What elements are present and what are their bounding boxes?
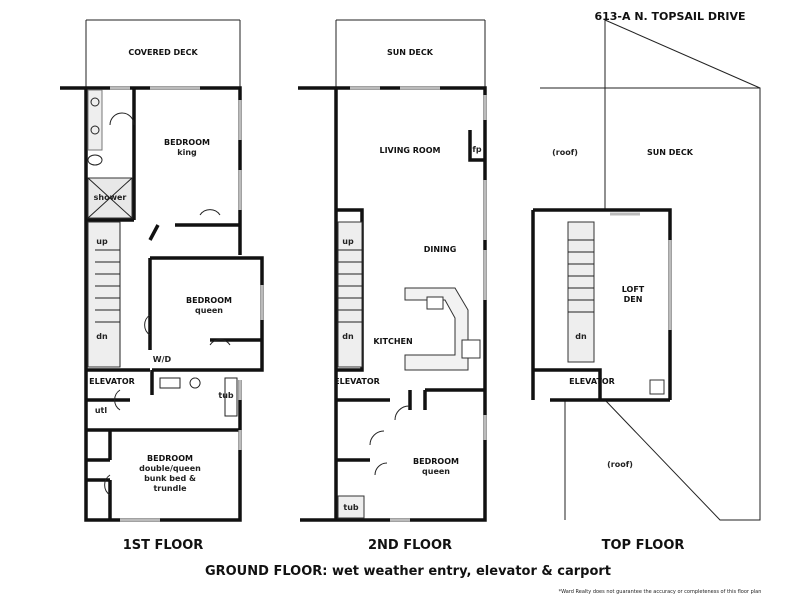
room-label-living-room: LIVING ROOM	[379, 146, 440, 155]
door-swings	[104, 112, 231, 496]
room-label-bedroom-bunk: BEDROOM	[147, 454, 193, 463]
ground-floor-note: GROUND FLOOR: wet weather entry, elevato…	[205, 564, 611, 579]
room-sublabel-queen: queen	[422, 467, 450, 476]
bath-fixtures	[159, 377, 238, 417]
floor-title-top: TOP FLOOR	[602, 538, 685, 553]
room-label-bedroom-king: BEDROOM	[164, 138, 210, 147]
room-label-covered-deck: COVERED DECK	[128, 48, 198, 57]
windows	[610, 212, 672, 330]
stair-up-label: up	[342, 237, 354, 246]
sink-icon	[90, 125, 100, 135]
room-label-tub: tub	[343, 503, 359, 512]
sink-icon	[90, 97, 100, 107]
room-label-roof-lower: (roof)	[607, 460, 633, 469]
room-sublabel-king: king	[177, 148, 197, 157]
room-label-dining: DINING	[424, 245, 457, 254]
sun-deck-outline	[335, 19, 486, 88]
covered-deck-outline	[85, 19, 241, 88]
room-label-sun-deck: SUN DECK	[387, 48, 434, 57]
interior-walls	[533, 368, 602, 400]
room-label-fireplace: fp	[472, 145, 481, 154]
disclaimer: *Ward Realty does not guarantee the accu…	[559, 589, 762, 595]
room-label-den: DEN	[624, 295, 643, 304]
room-sublabel-bunk-3: trundle	[153, 484, 187, 493]
stair-up-label: up	[96, 237, 108, 246]
room-sublabel-queen: queen	[195, 306, 223, 315]
first-floor-plan: COVERED DECK BEDROOM king shower up dn B…	[60, 19, 264, 553]
room-sublabel-bunk-2: bunk bed &	[144, 474, 196, 483]
room-label-bedroom: BEDROOM	[413, 457, 459, 466]
room-label-utl: utl	[95, 406, 108, 415]
room-label-loft: LOFT	[622, 285, 645, 294]
floor-title-first: 1ST FLOOR	[123, 538, 204, 553]
kitchen-sink-icon	[426, 296, 444, 310]
stair-down-label: dn	[575, 332, 587, 341]
staircase	[337, 221, 363, 368]
room-label-roof-upper: (roof)	[552, 148, 578, 157]
room-label-sun-deck: SUN DECK	[647, 148, 694, 157]
room-label-shower: shower	[94, 193, 127, 202]
stair-down-label: dn	[342, 332, 354, 341]
room-sublabel-bunk-1: double/queen	[139, 464, 201, 473]
room-label-elevator: ELEVATOR	[569, 377, 615, 386]
stair-treads	[338, 249, 362, 323]
shower-cross	[87, 177, 133, 219]
stair-down-label: dn	[96, 332, 108, 341]
bathtub	[337, 495, 365, 519]
exterior-walls	[60, 86, 264, 522]
stair-treads	[568, 239, 594, 313]
second-floor-plan: SUN DECK LIVING ROOM fp DINING KITCHEN u…	[298, 19, 487, 553]
windows	[350, 86, 487, 522]
interior-walls	[86, 88, 262, 520]
windows	[110, 86, 264, 522]
room-label-elevator: ELEVATOR	[89, 377, 135, 386]
room-label-kitchen: KITCHEN	[373, 337, 412, 346]
elevator-equipment-icon	[649, 379, 665, 395]
room-label-elevator: ELEVATOR	[334, 377, 380, 386]
toilet-icon	[87, 154, 103, 166]
stove-icon	[461, 339, 481, 359]
room-label-tub: tub	[218, 391, 234, 400]
door-swings	[369, 405, 410, 476]
double-vanity	[87, 89, 103, 151]
room-label-bedroom-queen: BEDROOM	[186, 296, 232, 305]
address-title: 613-A N. TOPSAIL DRIVE	[594, 10, 745, 23]
stair-treads	[95, 222, 121, 367]
roof-outline	[540, 19, 761, 521]
room-label-wd: W/D	[153, 355, 172, 364]
floor-title-second: 2ND FLOOR	[368, 538, 452, 553]
staircase	[567, 221, 595, 363]
top-floor-plan: (roof) SUN DECK LOFT DEN dn ELEVATOR (ro…	[531, 19, 761, 553]
